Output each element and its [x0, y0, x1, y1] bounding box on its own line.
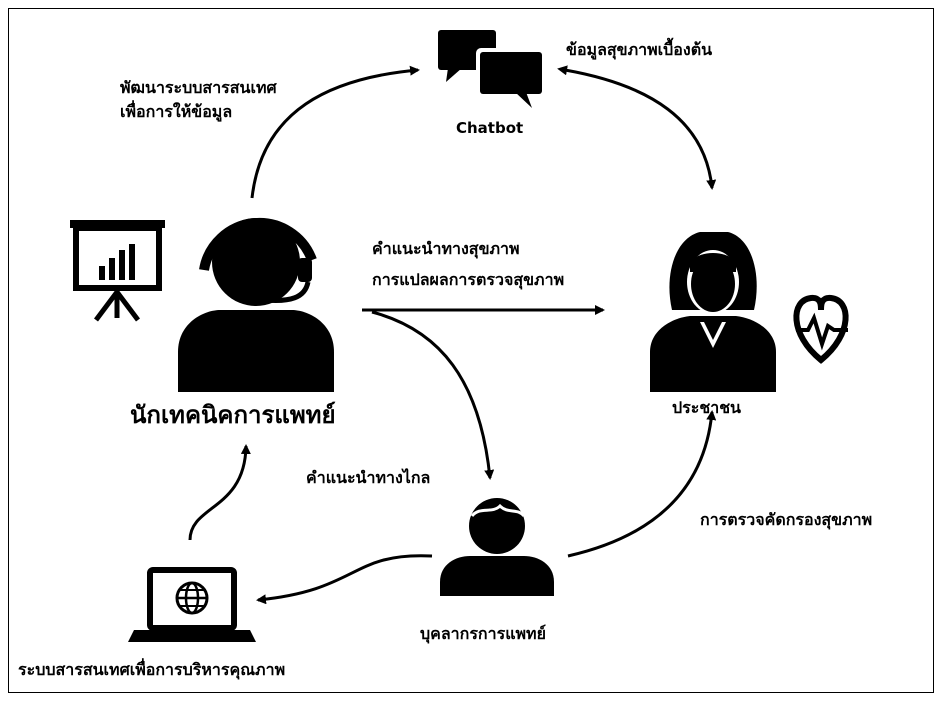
label-chatbot-public: ข้อมูลสุขภาพเบื้องต้น	[566, 40, 713, 59]
label-tech-to-public-line2: การแปลผลการตรวจสุขภาพ	[372, 270, 565, 289]
node-public-label: ประชาชน	[672, 398, 741, 417]
heartbeat-icon	[793, 294, 849, 364]
arrow-system-to-tech	[188, 444, 251, 541]
node-personnel-label: บุคลากรการแพทย์	[420, 624, 546, 643]
diagram-frame	[8, 8, 934, 693]
arrow-tech-to-chatbot	[250, 65, 420, 199]
label-tech-to-chatbot-line2: เพื่อการให้ข้อมูล	[120, 102, 233, 121]
label-tech-to-public-line1: คำแนะนำทางสุขภาพ	[372, 239, 520, 258]
chat-bubbles-icon	[438, 30, 546, 108]
node-technologist-label: นักเทคนิคการแพทย์	[130, 401, 336, 429]
label-tech-to-personnel: คำแนะนำทางไกล	[306, 468, 431, 487]
headset-person-icon	[178, 217, 334, 392]
label-tech-to-chatbot-line1: พัฒนาระบบสารสนเทศ	[120, 78, 277, 97]
arrow-tech-to-personnel	[371, 310, 495, 480]
label-personnel-to-public: การตรวจคัดกรองสุขภาพ	[700, 510, 873, 529]
node-chatbot-label: Chatbot	[456, 119, 524, 137]
presentation-board-icon	[70, 220, 165, 322]
node-quality-system-label: ระบบสารสนเทศเพื่อการบริหารคุณภาพ	[18, 660, 286, 679]
arrow-chatbot-public	[557, 65, 717, 190]
person-icon	[440, 498, 554, 596]
woman-icon	[650, 232, 776, 392]
arrow-personnel-to-system	[256, 554, 433, 605]
laptop-globe-icon	[128, 567, 256, 642]
arrow-personnel-to-public	[567, 410, 717, 558]
